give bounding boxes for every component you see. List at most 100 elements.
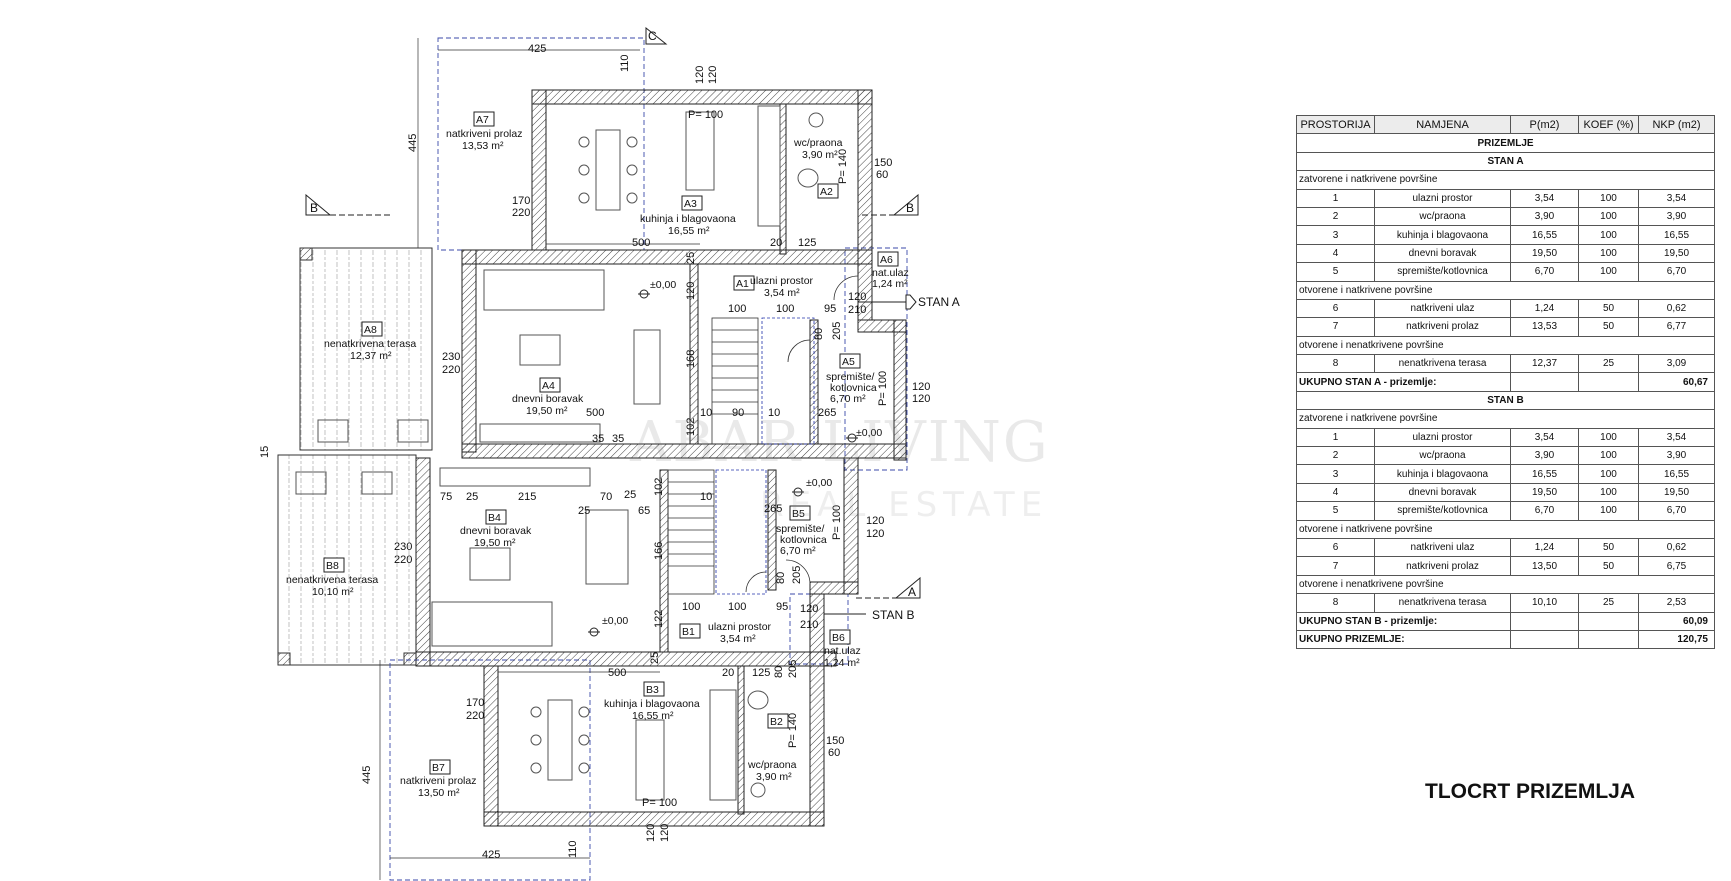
- dimension-text: 75: [440, 491, 452, 503]
- unit-row-cell: STAN A: [1296, 151, 1715, 172]
- dimension-text: 95: [824, 303, 836, 315]
- dimension-text: 425: [528, 43, 546, 55]
- dimension-text: 150: [826, 735, 844, 747]
- room-name-b6: nat.ulaz: [824, 645, 861, 657]
- table-cell: dnevni boravak: [1374, 243, 1511, 264]
- table-cell: ulazni prostor: [1374, 188, 1511, 208]
- room-code-a6: A6: [880, 254, 893, 266]
- dimension-text: 102: [685, 418, 697, 436]
- dimension-text: 60: [828, 747, 840, 759]
- room-code-a4: A4: [542, 380, 555, 392]
- room-name-b1: ulazni prostor: [708, 621, 772, 633]
- table-cell: 100: [1578, 225, 1639, 245]
- room-name-a8: nenatkrivena terasa: [324, 338, 416, 350]
- room-area-b1: 3,54 m²: [720, 633, 756, 645]
- group-row-cell: zatvorene i natkrivene površine: [1296, 170, 1715, 190]
- dimension-text: 500: [586, 407, 604, 419]
- floor-row: PRIZEMLJE: [1296, 133, 1715, 153]
- table-cell: 19,50: [1510, 482, 1579, 503]
- table-cell: 16,55: [1510, 464, 1579, 484]
- table-cell: 6,70: [1510, 501, 1579, 521]
- section-mark-c: C: [648, 29, 657, 43]
- table-cell: 100: [1578, 446, 1639, 466]
- table-cell: natkriveni ulaz: [1374, 537, 1511, 558]
- table-cell: 12,37: [1510, 354, 1579, 374]
- dimension-text: 205: [787, 660, 799, 678]
- dimension-text: P= 100: [831, 505, 843, 540]
- dimension-text: 125: [798, 237, 816, 249]
- table-cell: 3,09: [1638, 354, 1715, 374]
- table-cell: nenatkrivena terasa: [1374, 593, 1511, 613]
- room-code-b6: B6: [832, 632, 845, 644]
- dimension-text: 215: [518, 491, 536, 503]
- table-cell: 5: [1296, 262, 1375, 282]
- terrace-a8: [299, 247, 433, 451]
- table-cell: 3,90: [1510, 446, 1579, 466]
- section-markers: [305, 26, 921, 615]
- table-cell: dnevni boravak: [1374, 482, 1511, 503]
- room-code-b5: B5: [792, 508, 805, 520]
- dimension-text: 65: [638, 505, 650, 517]
- table-cell: 50: [1578, 537, 1639, 558]
- entrance-label-stan-a: STAN A: [918, 295, 960, 309]
- room-name2-a5: kotlovnica: [830, 382, 877, 394]
- unit-total-value: 60,09: [1638, 611, 1715, 631]
- dimension-text: 120: [707, 66, 719, 84]
- dimension-lines: [379, 38, 700, 880]
- table-cell: 2: [1296, 206, 1375, 227]
- table-cell: 50: [1578, 317, 1639, 337]
- room-name-b8: nenatkrivena terasa: [286, 574, 378, 586]
- dimension-text: 25: [685, 252, 697, 264]
- table-cell: 3,90: [1638, 446, 1715, 466]
- room-name-a1: ulazni prostor: [750, 275, 814, 287]
- dimension-text: 210: [848, 304, 866, 316]
- room-name2-b5: kotlovnica: [780, 534, 827, 546]
- room-name-a3: kuhinja i blagovaona: [640, 213, 736, 225]
- table-cell: 13,50: [1510, 556, 1579, 576]
- dimension-text: 120: [912, 381, 930, 393]
- table-cell: [1578, 611, 1639, 631]
- table-cell: 25: [1578, 593, 1639, 613]
- room-area-b4: 19,50 m²: [474, 537, 516, 549]
- table-cell: spremište/kotlovnica: [1374, 501, 1511, 521]
- dimension-text: 95: [776, 601, 788, 613]
- table-cell: 3: [1296, 225, 1375, 245]
- unit-row-cell: STAN B: [1296, 390, 1715, 411]
- table-cell: 4: [1296, 482, 1375, 503]
- dimension-text: 15: [259, 446, 271, 458]
- table-cell: 6,70: [1638, 262, 1715, 282]
- section-mark-a: A: [908, 585, 916, 599]
- dimension-text: 100: [728, 303, 746, 315]
- dimension-text: 70: [600, 491, 612, 503]
- room-code-a8: A8: [364, 324, 377, 336]
- terrace-b8: [277, 454, 417, 666]
- table-cell: 50: [1578, 556, 1639, 576]
- table-cell: [1510, 611, 1579, 631]
- table-cell: natkriveni ulaz: [1374, 298, 1511, 319]
- dimension-text: 120: [800, 603, 818, 615]
- dimension-text: 168: [685, 350, 697, 368]
- table-cell: 25: [1578, 354, 1639, 374]
- table-cell: 100: [1578, 243, 1639, 264]
- dimension-text: 60: [876, 169, 888, 181]
- room-code-b2: B2: [770, 716, 783, 728]
- table-cell: 3,54: [1638, 188, 1715, 208]
- group-row-cell: zatvorene i natkrivene površine: [1296, 409, 1715, 429]
- dimension-text: 150: [874, 157, 892, 169]
- room-code-b7: B7: [432, 762, 445, 774]
- table-cell: wc/praona: [1374, 446, 1511, 466]
- table-cell: 6,75: [1638, 556, 1715, 576]
- table-cell: 16,55: [1510, 225, 1579, 245]
- dimension-text: 35: [592, 433, 604, 445]
- header-nkp: NKP (m2): [1638, 114, 1715, 135]
- group-row: zatvorene i natkrivene površine: [1296, 409, 1715, 429]
- table-cell: natkriveni prolaz: [1374, 317, 1511, 337]
